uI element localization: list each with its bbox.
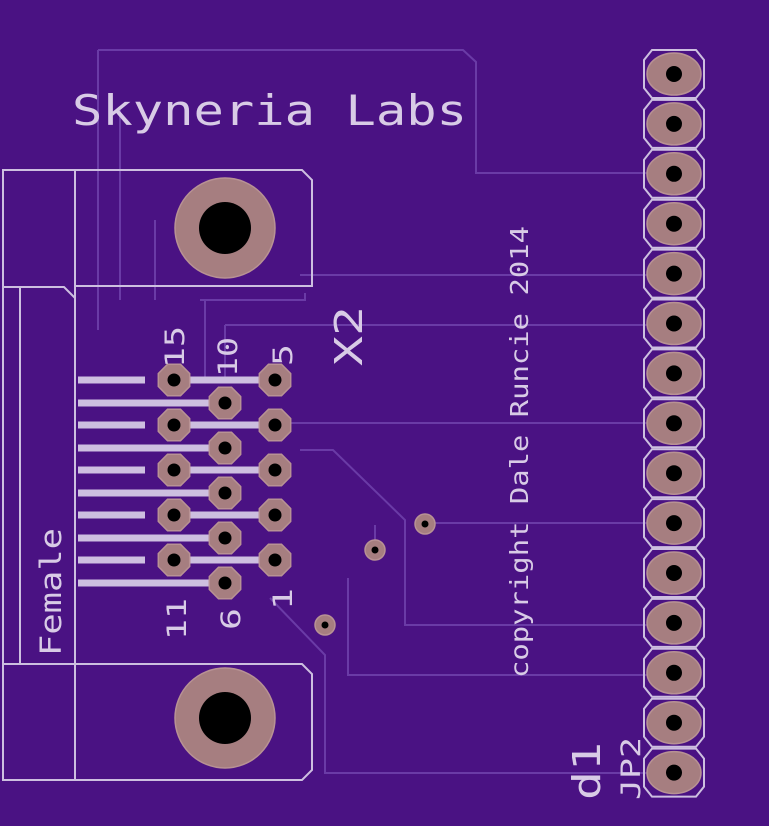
- header-pin: [643, 747, 705, 798]
- header-pin: [643, 198, 705, 249]
- pin-label-5: 5: [268, 344, 299, 366]
- copyright-label: copyright Dale Runcie 2014: [505, 226, 534, 678]
- header-pin: [643, 697, 705, 748]
- pin-label-6: 6: [216, 608, 247, 630]
- db15-pad: [208, 476, 242, 510]
- header-jp2: [643, 49, 705, 798]
- header-pin: [643, 298, 705, 349]
- header-pin: [643, 98, 705, 149]
- via: [414, 513, 436, 535]
- pin-label-15: 15: [160, 326, 191, 368]
- header-ref-label: JP2: [616, 737, 647, 800]
- db15-pad: [157, 498, 191, 532]
- mounting-hole-top: [174, 177, 276, 279]
- corner-ref-label: d1: [565, 742, 609, 800]
- header-pin: [643, 248, 705, 299]
- header-pin: [643, 597, 705, 648]
- db15-pad: [157, 543, 191, 577]
- db15-pad: [157, 363, 191, 397]
- via: [364, 539, 386, 561]
- pin-label-1: 1: [268, 588, 299, 610]
- header-pin: [643, 49, 705, 99]
- header-pin: [643, 498, 705, 549]
- db15-pad: [258, 498, 292, 532]
- db15-pad: [258, 453, 292, 487]
- db15-pad: [208, 566, 242, 600]
- via: [314, 614, 336, 636]
- pin-label-11: 11: [162, 598, 193, 640]
- header-pin: [643, 548, 705, 598]
- header-pin: [643, 348, 705, 399]
- brand-label: Skyneria Labs: [72, 86, 467, 135]
- header-pin: [643, 448, 705, 499]
- db15-pad: [258, 408, 292, 442]
- trace-layer: [97, 49, 672, 774]
- header-pin: [643, 148, 705, 199]
- db15-pad: [157, 408, 191, 442]
- db15-pad: [258, 543, 292, 577]
- db15-pad: [208, 386, 242, 420]
- db15-pad: [157, 453, 191, 487]
- via-group: [314, 513, 436, 636]
- connector-gender-label: Female: [34, 528, 68, 656]
- pin-label-10: 10: [213, 337, 244, 377]
- db15-pad: [258, 363, 292, 397]
- db15-pad: [208, 431, 242, 465]
- mounting-hole-bottom: [174, 667, 276, 769]
- db15-pad-group: [157, 363, 292, 600]
- header-pin: [643, 647, 705, 698]
- connector-ref-label: X2: [327, 306, 371, 366]
- db15-pad: [208, 521, 242, 555]
- header-pin: [643, 398, 705, 449]
